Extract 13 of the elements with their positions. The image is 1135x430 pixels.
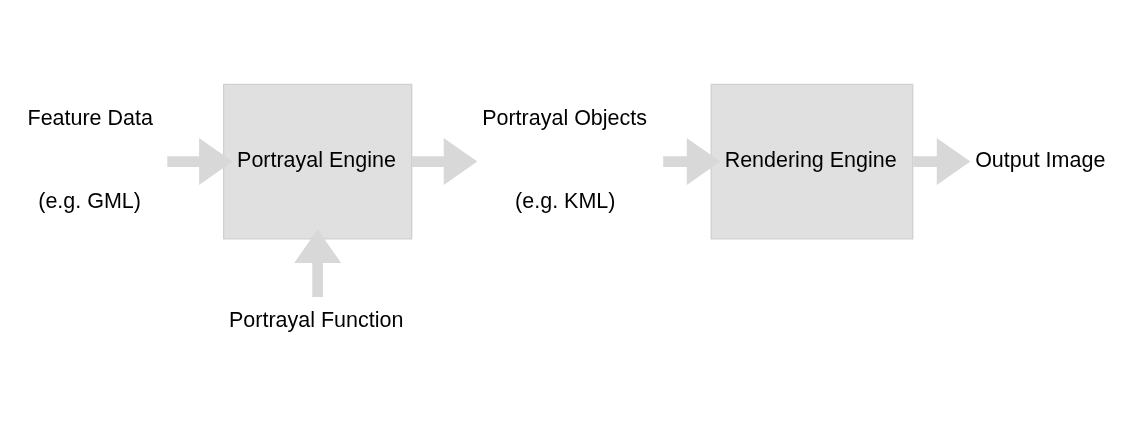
arrow xyxy=(412,138,478,186)
arrow xyxy=(294,229,342,298)
node-text: Output Image xyxy=(975,147,1106,172)
node-text: Feature Data xyxy=(27,106,153,131)
arrow xyxy=(663,138,721,186)
arrow xyxy=(913,138,971,186)
node-box: Rendering Engine xyxy=(710,83,914,240)
node-box: Portrayal Engine xyxy=(222,83,413,240)
node-text: Portrayal Objects xyxy=(482,106,647,131)
node-text: Portrayal Function xyxy=(229,307,404,332)
node-label: (e.g. KML) xyxy=(515,189,616,214)
node-label: (e.g. GML) xyxy=(38,189,141,214)
arrow xyxy=(167,138,233,186)
